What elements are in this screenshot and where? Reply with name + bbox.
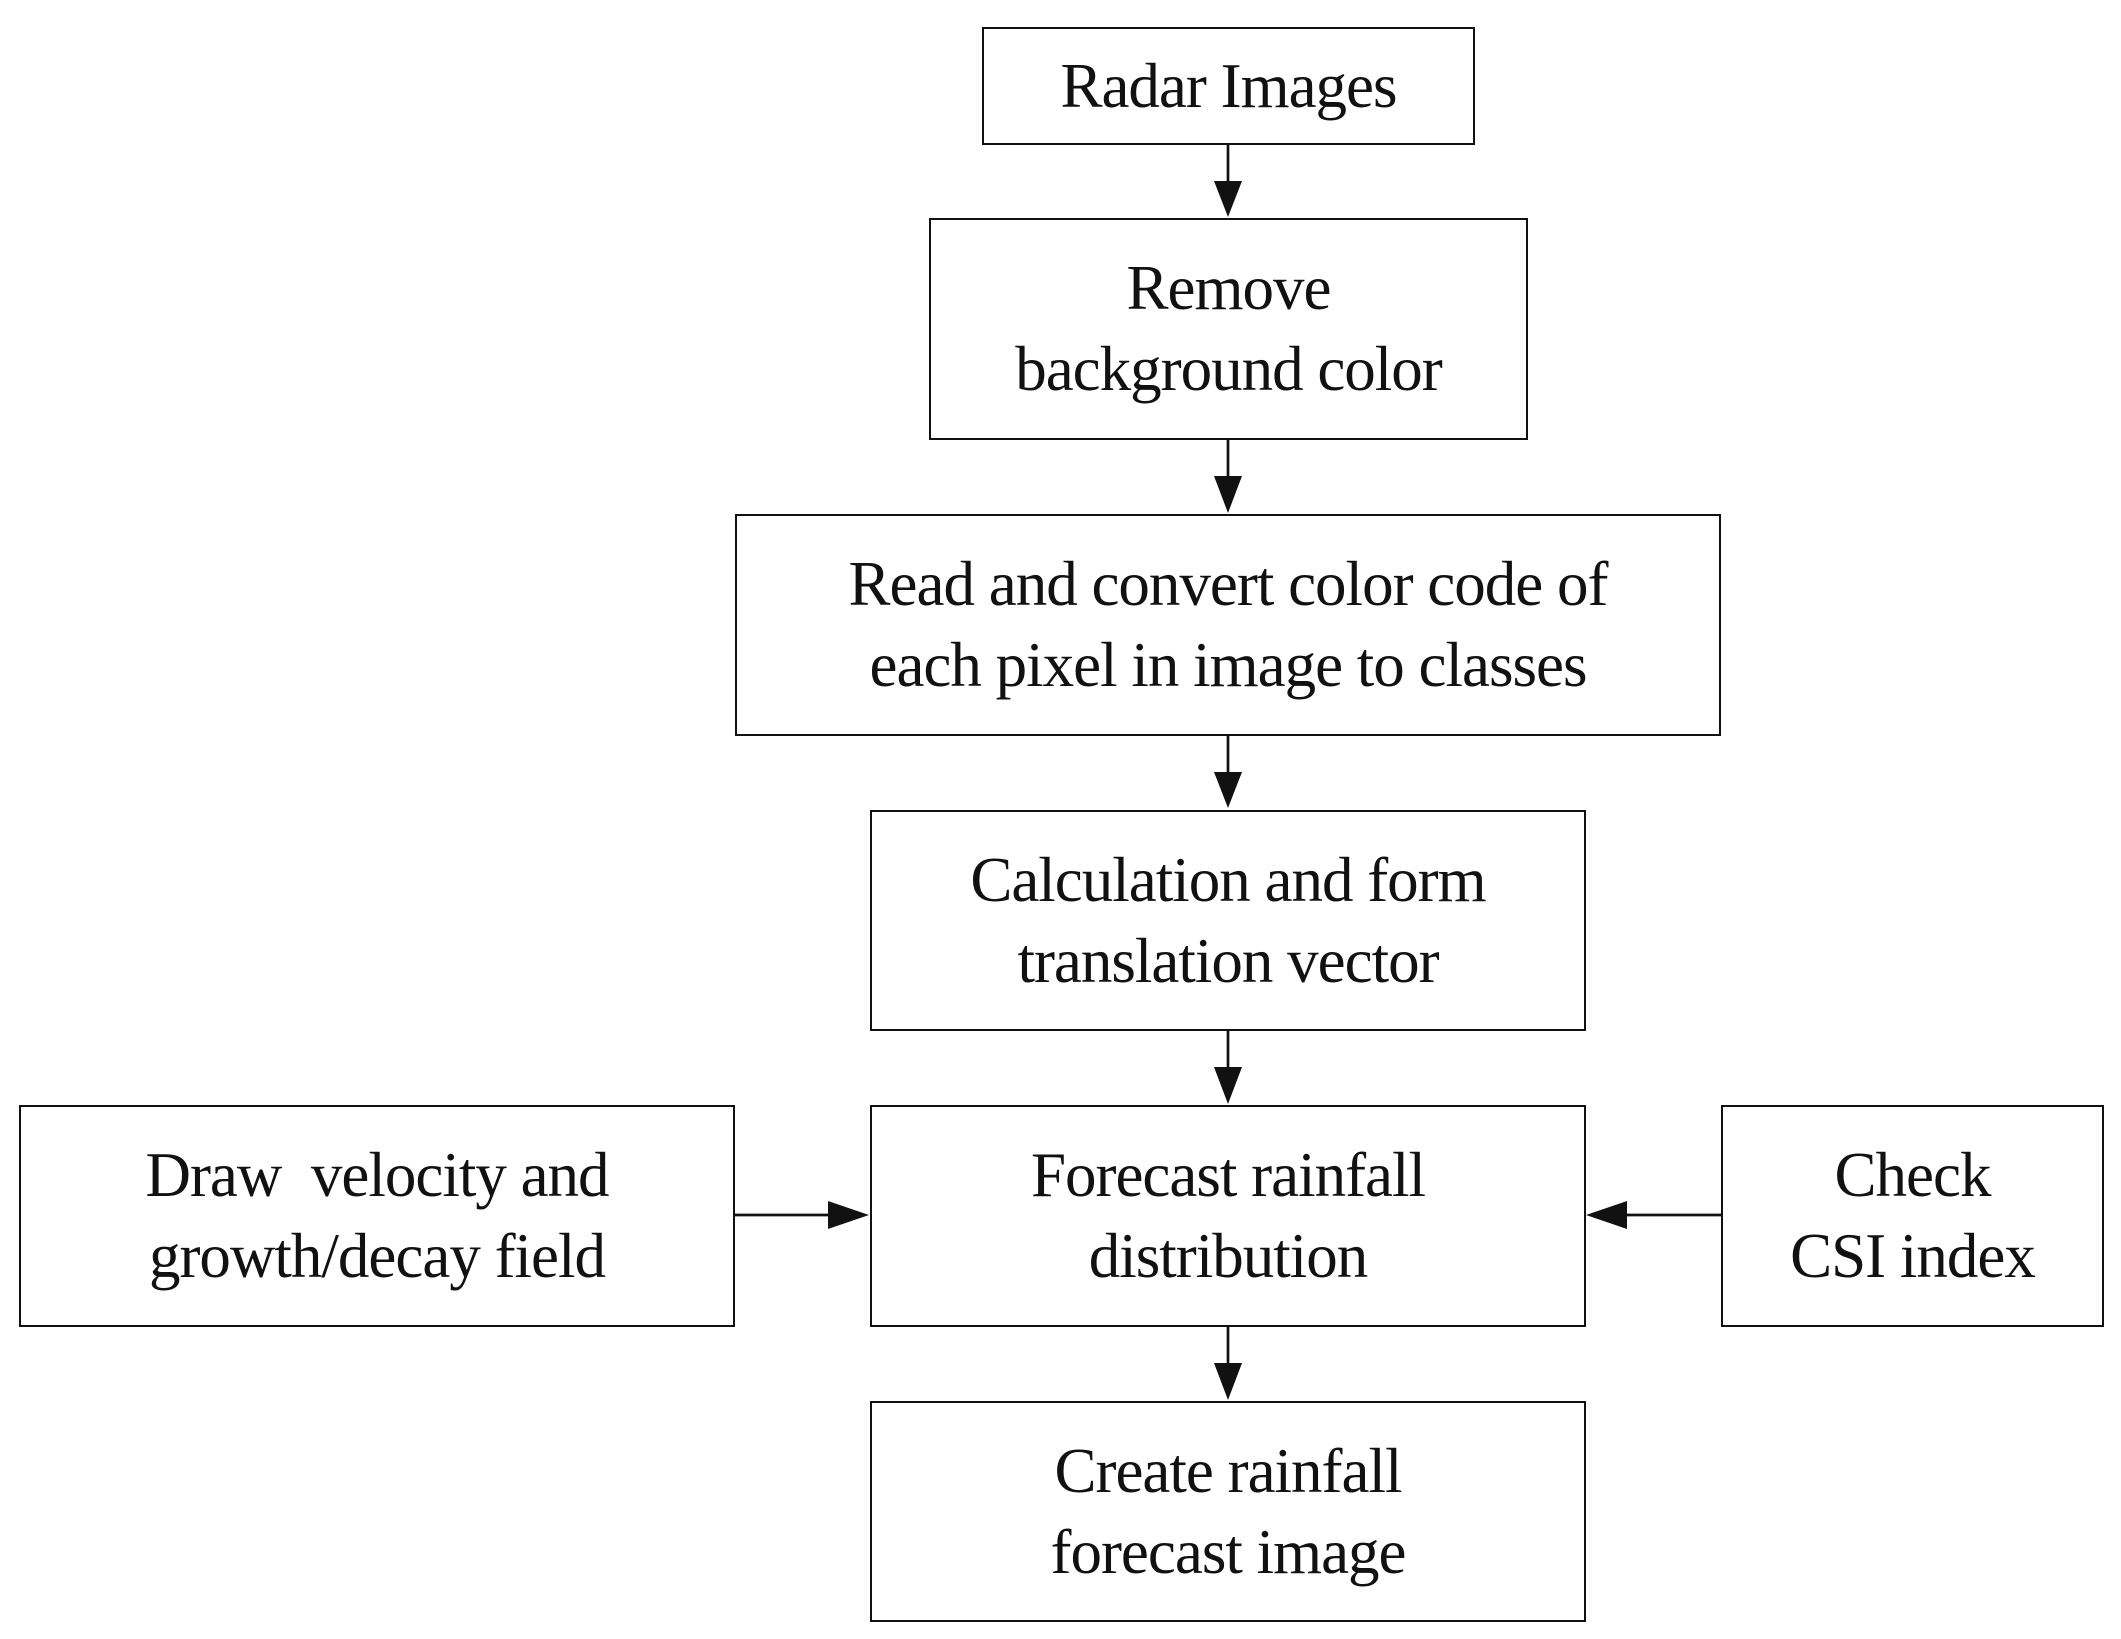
node-create-rainfall-forecast-image-line-2: forecast image — [1050, 1516, 1406, 1587]
arrowhead-radar-to-remove — [1214, 181, 1242, 217]
node-read-and-convert-line-2: each pixel in image to classes — [869, 630, 1588, 700]
node-create-rainfall-forecast-image: Create rainfall forecast image — [870, 1401, 1586, 1622]
node-calculation-translation-vector-line-1: Calculation and form — [970, 844, 1486, 915]
arrowhead-draw-to-forecast — [828, 1201, 869, 1229]
arrowhead-read-to-calculation — [1214, 772, 1242, 808]
node-calculation-translation-vector-line-2: translation vector — [1017, 925, 1439, 996]
node-radar-images-line-1: Radar Images — [1060, 50, 1397, 121]
node-check-csi-index: Check CSI index — [1721, 1105, 2104, 1327]
node-remove-background-color-line-1: Remove — [1126, 253, 1332, 323]
arrowhead-remove-to-read — [1214, 476, 1242, 513]
arrowhead-forecast-to-create — [1214, 1363, 1242, 1400]
arrowhead-csi-to-forecast — [1586, 1201, 1627, 1229]
node-forecast-rainfall-distribution-line-2: distribution — [1088, 1221, 1369, 1291]
node-read-and-convert-line-1: Read and convert color code of — [848, 549, 1609, 619]
node-remove-background-color: Remove background color — [929, 218, 1528, 440]
node-draw-velocity-field-line-1: Draw velocity and — [145, 1140, 609, 1210]
node-remove-background-color-line-2: background color — [1015, 334, 1443, 404]
arrowhead-calculation-to-forecast — [1214, 1067, 1242, 1104]
node-forecast-rainfall-distribution: Forecast rainfall distribution — [870, 1105, 1586, 1327]
node-check-csi-index-line-1: Check — [1834, 1140, 1992, 1210]
node-draw-velocity-field-line-2: growth/decay field — [148, 1221, 606, 1291]
node-radar-images: Radar Images — [982, 27, 1475, 145]
node-calculation-translation-vector: Calculation and form translation vector — [870, 810, 1586, 1031]
node-read-and-convert: Read and convert color code of each pixe… — [735, 514, 1721, 736]
node-check-csi-index-line-2: CSI index — [1790, 1221, 2036, 1291]
node-create-rainfall-forecast-image-line-1: Create rainfall — [1054, 1435, 1402, 1506]
node-forecast-rainfall-distribution-line-1: Forecast rainfall — [1030, 1140, 1426, 1210]
node-draw-velocity-field: Draw velocity and growth/decay field — [19, 1105, 735, 1327]
